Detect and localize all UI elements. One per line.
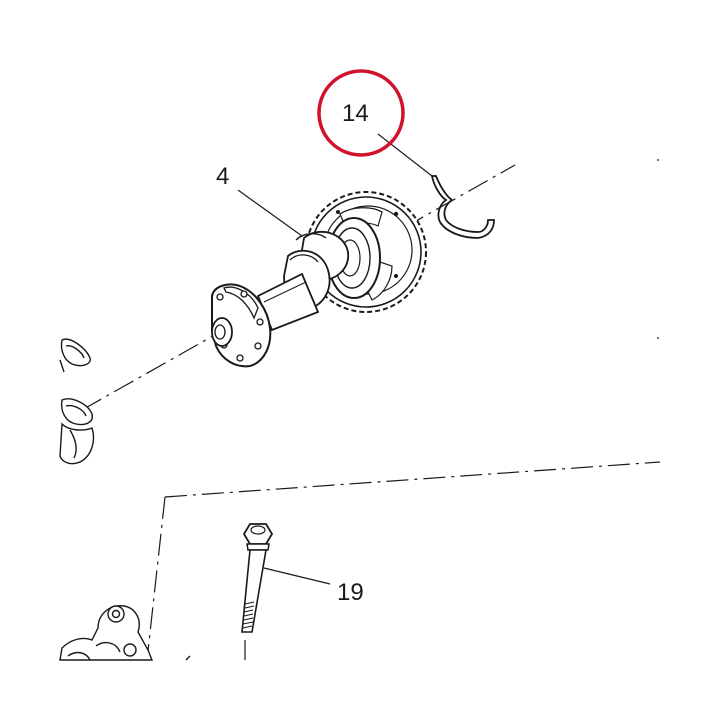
- axis-lines: [81, 164, 661, 661]
- snap-ring: [430, 175, 495, 239]
- leader-line-4: [237, 189, 303, 237]
- callout-19[interactable]: 19: [337, 579, 364, 606]
- bolt: [241, 523, 274, 633]
- left-seal-component: [59, 338, 95, 465]
- callout-14[interactable]: 14: [342, 100, 369, 127]
- leader-line-14: [377, 133, 433, 177]
- boundary-left-line: [146, 496, 166, 661]
- right-edge-dashes: [657, 159, 659, 339]
- leader-lines: [237, 133, 433, 585]
- leader-line-19: [263, 567, 331, 585]
- callout-4[interactable]: 4: [216, 163, 230, 190]
- engine-case-partial: [59, 605, 191, 661]
- camshaft-axis-line: [81, 164, 516, 411]
- bolt-threads: [242, 601, 255, 629]
- boundary-top-line: [164, 461, 661, 498]
- highlight-circle: [317, 69, 405, 157]
- camshaft-assembly: [211, 191, 427, 368]
